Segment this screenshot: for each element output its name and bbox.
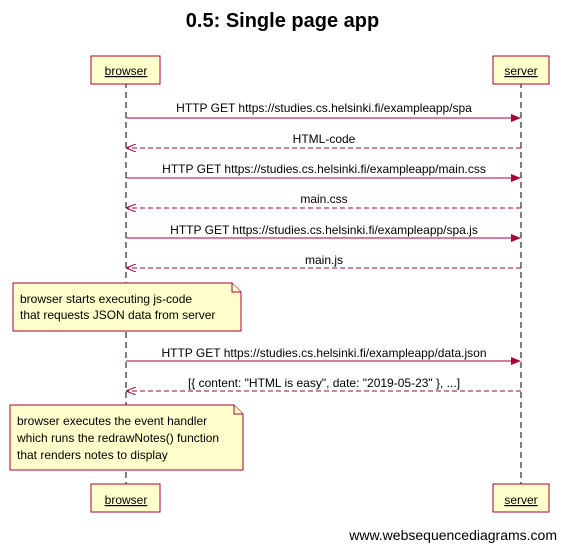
participant-server-top: server xyxy=(492,55,550,85)
watermark-link[interactable]: www.websequencediagrams.com xyxy=(349,527,557,543)
message: [{ content: "HTML is easy", date: "2019-… xyxy=(127,376,521,391)
message-label: HTTP GET https://studies.cs.helsinki.fi/… xyxy=(161,346,486,360)
message-label: main.css xyxy=(300,192,347,206)
note: browser starts executing js-code that re… xyxy=(12,282,242,332)
message-label: main.js xyxy=(305,253,343,267)
note: browser executes the event handler which… xyxy=(9,404,244,471)
message: HTML-code xyxy=(127,132,521,148)
message: HTTP GET https://studies.cs.helsinki.fi/… xyxy=(126,346,521,365)
note-line: browser starts executing js-code xyxy=(20,292,192,306)
note-line: browser executes the event handler xyxy=(17,414,207,428)
message: main.css xyxy=(127,192,521,208)
participant-server-label: server xyxy=(504,493,537,507)
note-line: which runs the redrawNotes() function xyxy=(16,431,219,445)
message-label: [{ content: "HTML is easy", date: "2019-… xyxy=(188,376,460,390)
participant-server-label: server xyxy=(504,64,537,78)
note-line: that renders notes to display xyxy=(17,448,168,462)
message-label: HTTP GET https://studies.cs.helsinki.fi/… xyxy=(176,101,472,115)
message: HTTP GET https://studies.cs.helsinki.fi/… xyxy=(126,223,521,242)
participant-browser-bottom: browser xyxy=(90,483,161,513)
message: HTTP GET https://studies.cs.helsinki.fi/… xyxy=(126,162,521,182)
message-label: HTML-code xyxy=(293,132,356,146)
note-line: that requests JSON data from server xyxy=(20,308,215,322)
message-label: HTTP GET https://studies.cs.helsinki.fi/… xyxy=(170,223,478,237)
diagram-title: 0.5: Single page app xyxy=(185,10,380,32)
message-label: HTTP GET https://studies.cs.helsinki.fi/… xyxy=(162,162,486,176)
message: HTTP GET https://studies.cs.helsinki.fi/… xyxy=(126,101,521,122)
participant-server-bottom: server xyxy=(492,483,550,513)
participant-browser-top: browser xyxy=(90,55,161,85)
participant-browser-label: browser xyxy=(105,493,148,507)
participant-browser-label: browser xyxy=(105,64,148,78)
message: main.js xyxy=(127,253,521,268)
